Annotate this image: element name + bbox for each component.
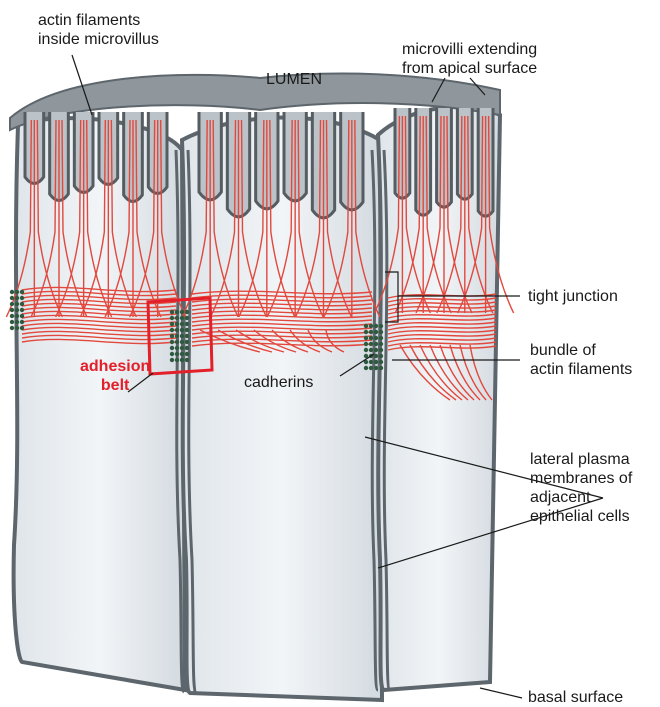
cadherin [369,342,373,346]
cadherin [175,346,179,350]
cadherin [10,308,14,312]
cadherin [170,328,174,332]
cadherin [15,302,19,306]
cadherin [10,296,14,300]
cadherin [185,334,189,338]
label-tight-junction: tight junction [528,287,618,306]
cadherin [374,360,378,364]
cadherin [10,290,14,294]
cadherin [364,342,368,346]
cadherin [180,310,184,314]
cadherin [170,358,174,362]
cadherin [180,316,184,320]
cadherin [180,352,184,356]
cadherin [180,322,184,326]
cadherin [15,320,19,324]
cadherin [15,296,19,300]
cadherin [20,314,24,318]
cadherin [20,296,24,300]
cadherin [20,302,24,306]
cadherin [10,314,14,318]
cadherin [364,348,368,352]
cadherin [170,310,174,314]
cadherin [180,346,184,350]
cadherin [369,360,373,364]
cadherin [180,334,184,338]
cadherin [175,310,179,314]
label-actin-inside-microvillus: actin filaments inside microvillus [38,11,159,49]
cadherin [15,290,19,294]
cadherin [374,342,378,346]
cadherin [170,346,174,350]
cadherin [379,324,383,328]
cadherin [364,366,368,370]
cadherin [20,308,24,312]
cell-left [14,118,185,690]
cadherin [170,334,174,338]
cadherin [175,316,179,320]
cadherin [15,314,19,318]
cadherin [185,310,189,314]
cadherin [374,354,378,358]
cadherin [379,336,383,340]
cadherin [364,324,368,328]
cadherin [379,354,383,358]
cadherin [175,352,179,356]
cadherin [185,322,189,326]
cadherin [180,328,184,332]
label-adhesion-belt: adhesion belt [80,357,150,395]
cadherin [175,322,179,326]
label-microvilli: microvilli extending from apical surface [402,40,537,78]
cadherin [185,358,189,362]
cadherin [15,326,19,330]
cadherin [379,360,383,364]
cadherin [10,326,14,330]
cadherin [185,316,189,320]
cadherin [10,320,14,324]
cadherin [175,328,179,332]
cadherin [374,330,378,334]
cadherin [185,328,189,332]
cadherin [170,316,174,320]
cadherin [20,320,24,324]
cadherin [374,366,378,370]
cadherin [20,290,24,294]
leader-basal [480,688,522,698]
cadherin [379,330,383,334]
label-cadherins: cadherins [244,373,313,392]
label-basal-surface: basal surface [528,688,623,707]
cadherin [379,348,383,352]
cadherin [170,340,174,344]
cadherin [10,302,14,306]
cadherin [180,340,184,344]
cadherin [175,334,179,338]
cadherin [175,340,179,344]
cadherin [15,308,19,312]
cadherin [20,326,24,330]
label-lumen: LUMEN [266,70,322,89]
cadherin-cluster-left [10,290,24,330]
label-lateral-membranes: lateral plasma membranes of adjacent epi… [530,450,632,526]
cadherin [369,348,373,352]
cadherin [369,366,373,370]
cadherin [379,342,383,346]
cadherin [364,330,368,334]
cadherin [369,324,373,328]
cadherin [379,366,383,370]
cadherin [185,346,189,350]
cadherin [185,340,189,344]
cadherin [175,358,179,362]
cadherin [369,336,373,340]
cadherin [185,352,189,356]
cadherin [170,322,174,326]
label-bundle-actin: bundle of actin filaments [530,341,632,379]
cadherin [374,336,378,340]
cadherin [374,348,378,352]
cadherin [180,358,184,362]
cadherin [374,324,378,328]
cadherin [170,352,174,356]
cadherin [369,330,373,334]
cadherin [364,336,368,340]
